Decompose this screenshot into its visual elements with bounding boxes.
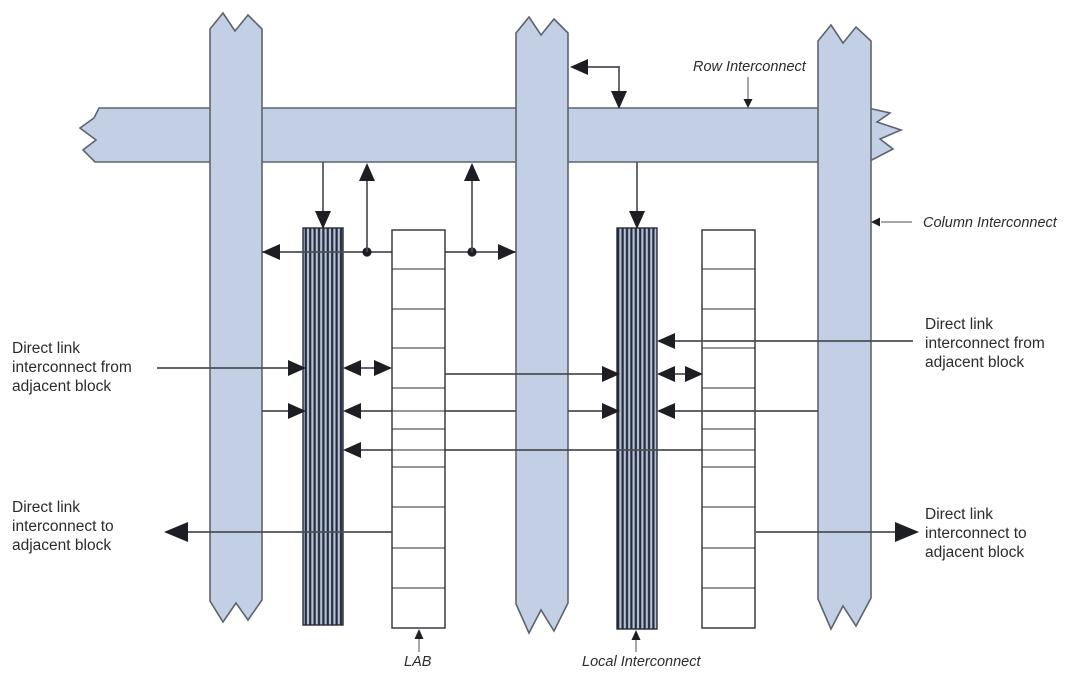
annotation-line: Direct link (925, 506, 993, 523)
annotation-line: interconnect to (12, 518, 114, 535)
arrowhead-up-into-row-1 (359, 163, 375, 181)
local-interconnect-bar-1 (302, 227, 344, 626)
row-interconnect-band-shape (78, 107, 904, 163)
direct-link-from-right-wire (657, 333, 913, 349)
row-interconnect-label: Row Interconnect (693, 59, 807, 75)
direct-link-to-right-label: Direct link interconnect to adjacent blo… (925, 506, 1027, 561)
arrowhead-up-local-label (631, 630, 641, 640)
column-interconnect-pointer (871, 217, 912, 227)
local2-to-column3-wire (657, 403, 818, 419)
arrowhead-down-into-local-1 (315, 211, 331, 229)
annotation-line: Direct link (925, 316, 993, 333)
arrowhead-up-into-row-2 (464, 163, 480, 181)
arrowhead-right-into-lab-2 (685, 366, 703, 382)
lab1-to-local2-wire (445, 366, 620, 382)
arrowhead-down-into-row (611, 91, 627, 109)
arrowhead-up-lab-label (414, 629, 424, 639)
arrowhead-left-into-column-2-top (570, 59, 588, 75)
local-interconnect-label: Local Interconnect (582, 654, 701, 670)
arrowhead-left-into-local-1-mid (343, 403, 361, 419)
row-interconnect-band (78, 107, 904, 163)
column-interconnect-band-3-shape (817, 23, 872, 631)
row-interconnect-pointer (743, 77, 753, 108)
lab-block-1 (391, 229, 446, 629)
annotation-line: adjacent block (925, 544, 1024, 561)
direct-link-to-right-wire (756, 522, 919, 542)
local1-lab1-bidirectional (343, 360, 392, 376)
direct-link-from-left-label: Direct link interconnect from adjacent b… (12, 340, 132, 395)
arrowhead-right-into-column-2 (498, 244, 516, 260)
annotation-line: interconnect from (12, 359, 132, 376)
local2-lab2-bidirectional (657, 366, 703, 382)
arrowhead-left-into-column-1 (262, 244, 280, 260)
column2-to-local2-wire (568, 403, 620, 419)
annotation-line: interconnect to (925, 525, 1027, 542)
arrowhead-left-into-local-1-side (343, 360, 361, 376)
arrowhead-left-into-local-2-side (657, 366, 675, 382)
annotation-line: adjacent block (925, 354, 1024, 371)
arrowhead-left-column-label (871, 217, 880, 227)
arrowhead-right-to-adjacent (895, 522, 919, 542)
arrowhead-right-into-local-1-mid (288, 403, 306, 419)
local-interconnect-pointer (631, 630, 641, 652)
arrowhead-right-into-local-1 (288, 360, 306, 376)
annotation-line: Direct link (12, 499, 80, 516)
direct-link-from-right-label: Direct link interconnect from adjacent b… (925, 316, 1045, 371)
arrowhead-left-into-local-1-low (343, 442, 361, 458)
row-to-local-fanout (262, 163, 516, 260)
annotation-line: Direct link (12, 340, 80, 357)
annotation-line: adjacent block (12, 378, 111, 395)
lab-label: LAB (404, 654, 432, 670)
arrowhead-left-to-adjacent (164, 522, 188, 542)
direct-link-from-left-wire (157, 360, 306, 376)
column-interconnect-band-3 (817, 23, 872, 631)
lab-pointer (414, 629, 424, 652)
arrowhead-down-into-local-2 (629, 211, 645, 229)
arrowhead-right-into-lab-1 (374, 360, 392, 376)
column-interconnect-band-1 (209, 11, 263, 624)
annotation-line: adjacent block (12, 537, 111, 554)
direct-link-to-left-wire (164, 522, 392, 542)
arrowhead-left-into-local-2-top (657, 333, 675, 349)
arrowhead-right-into-local-2-mid (602, 403, 620, 419)
direct-link-to-left-label: Direct link interconnect to adjacent blo… (12, 499, 114, 554)
column-interconnect-label: Column Interconnect (923, 215, 1058, 231)
lab-block-2 (701, 229, 756, 629)
row-to-local-drop-arrows (315, 162, 645, 229)
lab-1-cell-dividers (392, 268, 445, 589)
arrowhead-right-into-local-2 (602, 366, 620, 382)
column-interconnect-band-2 (515, 15, 569, 635)
column-to-row-link (570, 59, 627, 109)
arrowhead-down-row-label (743, 99, 753, 108)
arrowhead-left-into-local-2-mid (657, 403, 675, 419)
local-interconnect-bar-2 (616, 227, 658, 630)
column1-to-local1-wire (262, 403, 306, 419)
column-interconnect-band-2-shape (515, 15, 569, 635)
column-interconnect-band-1-shape (209, 11, 263, 624)
annotation-line: interconnect from (925, 335, 1045, 352)
